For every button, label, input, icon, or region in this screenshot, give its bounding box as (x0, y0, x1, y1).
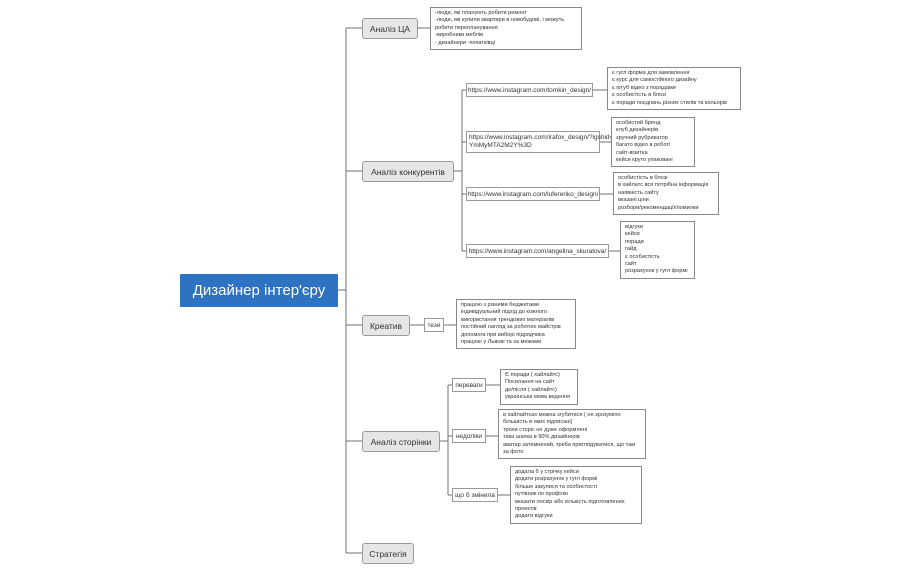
note-line: використання трендових матеріалів (461, 316, 555, 323)
page-changes-tag[interactable]: що б змінила (452, 488, 498, 502)
note-line: додати відгуки (515, 513, 553, 520)
note-line: є поради поєднань різних стилів та кольо… (612, 99, 728, 106)
note-line: розбори/рекомендації/помилки (618, 204, 699, 211)
page-advantages-tag[interactable]: переваги (452, 378, 486, 392)
note-line: путівник по профілю (515, 491, 569, 498)
note-line: за фото (503, 449, 524, 456)
audience-notes[interactable]: -люди, які планують робити ремонт -люди,… (430, 7, 582, 51)
creative-theses-tag[interactable]: тези (424, 318, 444, 332)
note-line: сайт-візитка (616, 149, 648, 156)
note-line: працюю у Львові та за межами (461, 339, 542, 346)
note-line: українська мова ведення (505, 394, 571, 401)
note-line: додати розрахунок у гугл формі (515, 476, 598, 483)
competitor-3-notes[interactable]: особистість в блозі в хайлатс вся потріб… (613, 172, 719, 216)
page-disadvantages-notes[interactable]: в хайлайтсах можна згубитися ( не зрозум… (498, 409, 646, 460)
note-line: більшість в яких підписані) (503, 419, 573, 426)
page-advantages-notes[interactable]: Є поради ( хайлайтс) Посилання на сайт д… (500, 369, 578, 405)
competitor-2-notes[interactable]: особистий бренд клуб дизайнерів зручний … (611, 117, 695, 168)
note-line: така шапка в 90% дизайнерів (503, 434, 580, 441)
note-line: вказані ціни (618, 197, 649, 204)
note-line: в хайлатс вся потрібна інформація (618, 182, 709, 189)
note-line: більше закупися та особистості (515, 483, 597, 490)
branch-page-analysis[interactable]: Аналіз сторінки (362, 431, 440, 452)
note-line: аватар затемнений, треба приглядуватися,… (503, 441, 636, 448)
note-line: клуб дизайнерів (616, 127, 659, 134)
branch-creative[interactable]: Креатив (362, 315, 410, 336)
branch-competitor-analysis[interactable]: Аналіз конкурентів (362, 161, 454, 182)
note-line: допомога при виборі підрядчика (461, 331, 545, 338)
note-line: -виробники меблів (435, 32, 484, 39)
note-line: гайд (625, 246, 637, 253)
note-line: трохи сторіс не дуже оформлені (503, 426, 588, 433)
note-line: є особистість (625, 253, 660, 260)
note-line: кейси круто упаковані (616, 157, 673, 164)
note-line: поради (625, 238, 644, 245)
note-line: Є поради ( хайлайтс) (505, 372, 560, 378)
branch-audience-analysis[interactable]: Аналіз ЦА (362, 18, 418, 39)
note-line: працюю з різними бюджетами (461, 302, 539, 308)
note-line: індивідуальний підхід до кожного (461, 309, 547, 316)
page-changes-notes[interactable]: додала б у стрічку кейси додати розрахун… (510, 466, 642, 524)
note-line: сайт (625, 261, 637, 268)
note-line: розрахунок у гугл формі (625, 268, 688, 275)
competitor-1-notes[interactable]: є гугл форма для замовлення є курс для с… (607, 67, 741, 111)
root-topic[interactable]: Дизайнер інтер'єру (180, 274, 338, 307)
note-line: в хайлайтсах можна згубитися ( не зрозум… (503, 412, 621, 418)
note-line: наявність сайту (618, 189, 659, 196)
competitor-4-notes[interactable]: відгуки кейси поради гайд є особистість … (620, 221, 695, 279)
competitor-link-4[interactable]: https://www.instagram.com/angelina_skura… (466, 244, 609, 258)
note-line: є курс для самостійного дизайну (612, 77, 697, 84)
note-line: -люди, які планують робити ремонт (435, 10, 527, 16)
note-line: постійний нагляд за роботою майстрів (461, 324, 561, 331)
competitor-link-3[interactable]: https://www.instagram.com/luferenko_desi… (466, 187, 600, 201)
note-line: є ютуб відео з порадами (612, 84, 676, 91)
page-disadvantages-tag[interactable]: недоліки (452, 429, 486, 443)
note-line: до/після ( хайлайтс) (505, 386, 557, 393)
note-line: проектів (515, 506, 537, 513)
note-line: Посилання на сайт (505, 379, 555, 386)
creative-notes[interactable]: працюю з різними бюджетами індивідуальни… (456, 299, 576, 350)
note-line: -люди, які купили квартири в новобудові,… (435, 17, 565, 24)
competitor-link-1[interactable]: https://www.instagram.com/tomkin_design/ (466, 83, 593, 97)
note-line: багато відео в роботі (616, 142, 671, 149)
note-line: - дизайнери -початківці (435, 39, 496, 46)
branch-strategy[interactable]: Стратегія (362, 543, 414, 564)
note-line: робити перепланування (435, 24, 498, 31)
note-line: відгуки (625, 224, 643, 230)
competitor-link-2[interactable]: https://www.instagram.com/irafox_design/… (466, 131, 613, 153)
note-line: особистий бренд (616, 120, 661, 126)
note-line: зручний рубрикатор (616, 134, 668, 141)
note-line: особистість в блозі (618, 175, 668, 181)
note-line: кейси (625, 231, 640, 238)
note-line: додала б у стрічку кейси (515, 469, 579, 475)
note-line: вказати лоскір або кількість підготовлен… (515, 498, 625, 505)
note-line: є особистість в блозі (612, 92, 666, 99)
note-line: є гугл форма для замовлення (612, 70, 690, 76)
